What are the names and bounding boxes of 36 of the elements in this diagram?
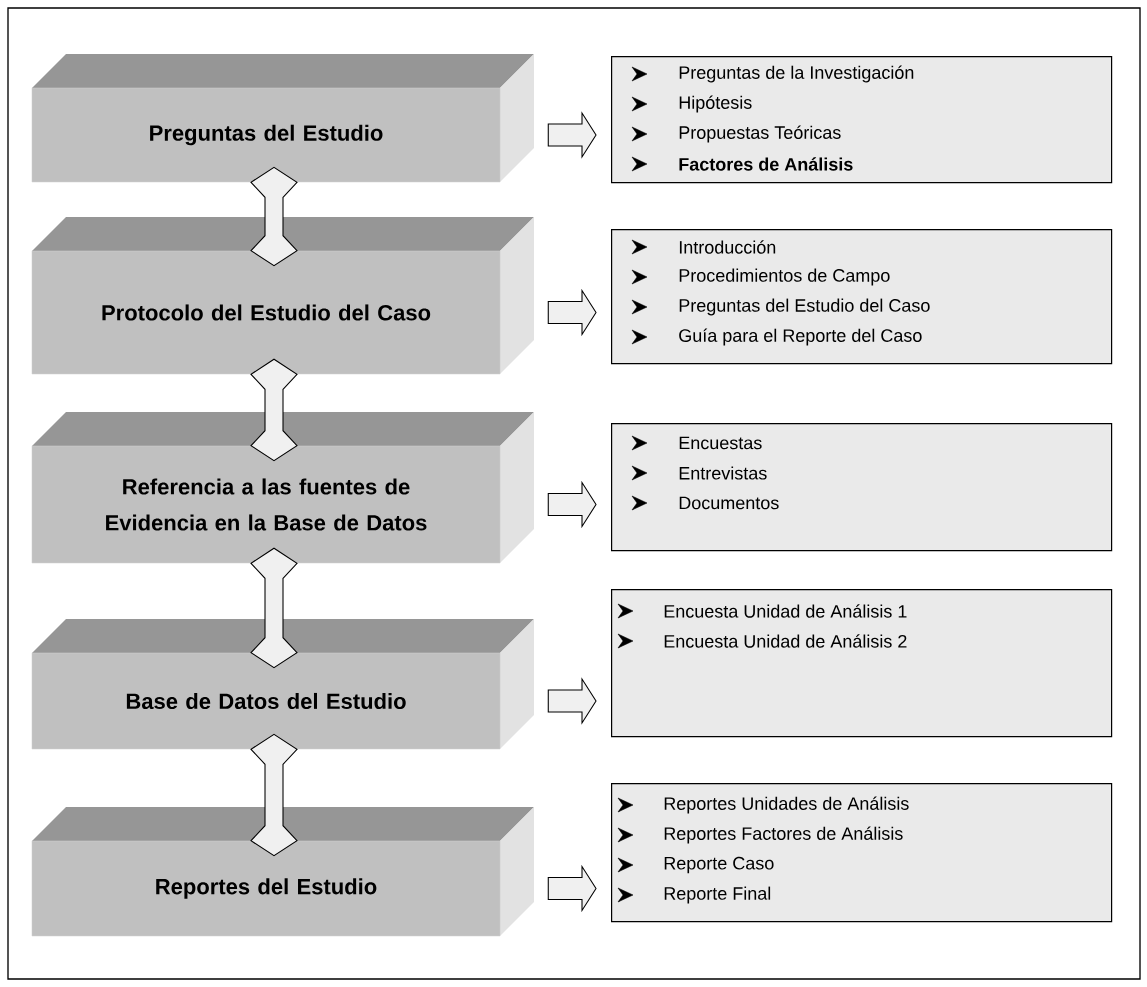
double-arrow bbox=[250, 166, 298, 267]
double-arrow bbox=[250, 733, 298, 857]
list-item: Reportes Unidades de Análisis bbox=[664, 796, 909, 814]
list-item: Documentos bbox=[679, 496, 779, 510]
block-arrow bbox=[547, 864, 597, 913]
list-item: Reportes Factores de Análisis bbox=[664, 826, 903, 844]
block-arrow bbox=[547, 480, 597, 529]
list-item: Encuestas bbox=[679, 436, 762, 450]
list-item: Entrevistas bbox=[679, 466, 767, 480]
list-item: Factores de Análisis bbox=[679, 157, 853, 171]
list-box bbox=[611, 589, 1113, 738]
list-item: Propuestas Teóricas bbox=[679, 125, 841, 143]
list-item: Hipótesis bbox=[679, 95, 752, 113]
block: Protocolo del Estudio del Caso bbox=[31, 217, 534, 375]
block-arrow bbox=[547, 288, 597, 337]
list-item: Procedimientos de Campo bbox=[679, 268, 890, 286]
block: Reportes del Estudio bbox=[31, 807, 534, 937]
block-arrow bbox=[547, 111, 597, 159]
list-box bbox=[611, 56, 1113, 184]
block-arrow bbox=[547, 677, 597, 725]
list-item: Encuesta Unidad de Análisis 1 bbox=[664, 604, 907, 618]
double-arrow bbox=[250, 547, 298, 669]
list-item: Guía para el Reporte del Caso bbox=[679, 328, 922, 346]
double-arrow bbox=[250, 358, 298, 462]
list-item: Encuesta Unidad de Análisis 2 bbox=[664, 634, 907, 648]
list-item: Preguntas del Estudio del Caso bbox=[679, 298, 930, 316]
list-item: Introducción bbox=[679, 240, 776, 254]
list-item: Reporte Final bbox=[664, 886, 771, 904]
block: Preguntas del Estudio bbox=[31, 54, 534, 183]
list-box bbox=[611, 423, 1113, 552]
list-box bbox=[611, 783, 1113, 923]
list-item: Reporte Caso bbox=[664, 856, 774, 874]
block: Referencia a las fuentes de Evidencia en la Base de Datos bbox=[31, 412, 534, 564]
list-box bbox=[611, 229, 1113, 365]
block: Base de Datos del Estudio bbox=[31, 619, 534, 750]
list-item: Preguntas de la Investigación bbox=[679, 65, 914, 83]
